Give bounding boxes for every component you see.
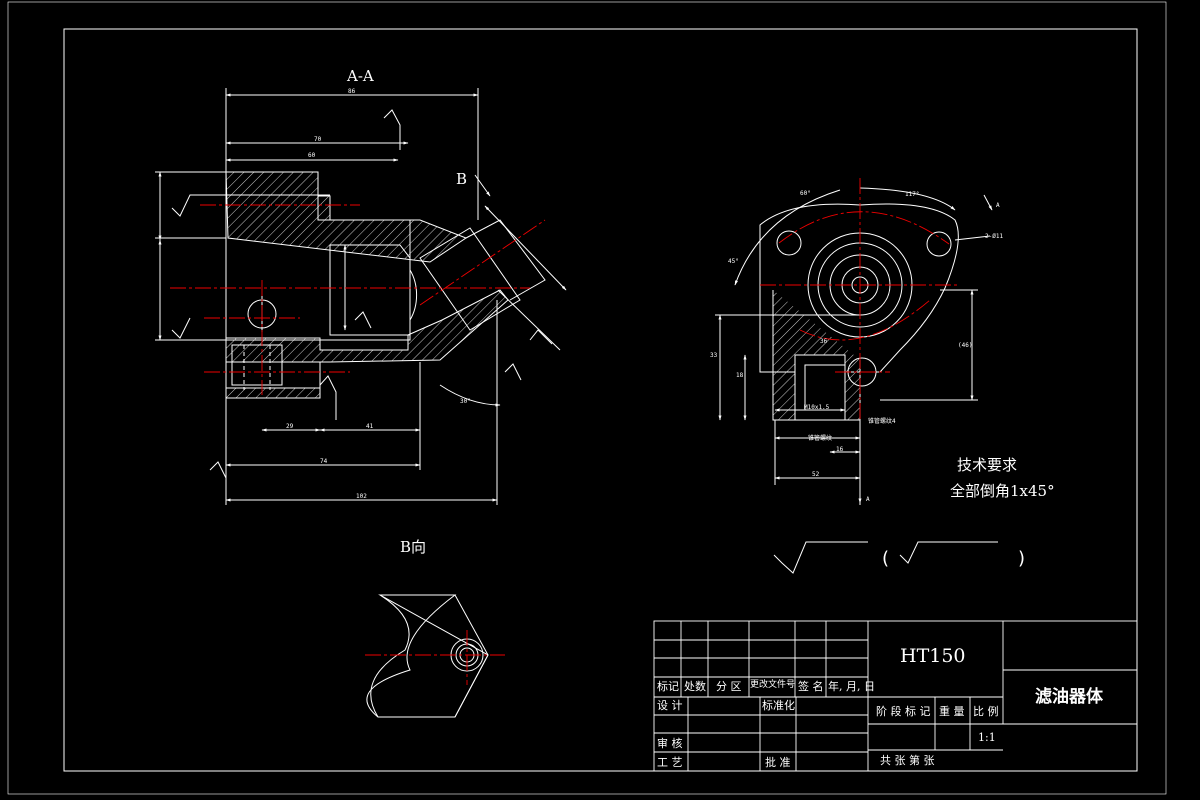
tb-approve: 批 准 [765, 756, 791, 769]
note-taper-thread: 锥管螺纹 [808, 435, 833, 442]
dim-33: 33 [710, 352, 718, 359]
note-taper-thread-4: 锥管螺纹4 [868, 418, 896, 425]
sheet-edge [7, 1, 1167, 795]
dim-angle-117: 117° [905, 191, 920, 198]
surface-finish-symbols [773, 541, 998, 574]
section-hatch-flange [225, 387, 321, 399]
tb-design: 设 计 [657, 699, 683, 712]
tb-header-signature: 签 名 [798, 680, 824, 693]
dim-angle-60: 60° [800, 190, 811, 197]
dim-29: 29 [286, 423, 294, 430]
b-arrow-label: B [456, 170, 468, 188]
mount-hole-left [776, 230, 802, 256]
dim-70: 70 [314, 136, 322, 143]
tb-header-mark: 标记 [657, 680, 679, 693]
section-view-a-a [155, 88, 567, 505]
tb-standardize: 标准化 [762, 699, 795, 712]
dim-holes: 2-Ø11 [985, 233, 1004, 240]
b-view [366, 594, 489, 718]
dim-60: 60 [308, 152, 316, 159]
tb-process: 工 艺 [657, 756, 683, 769]
tb-header-change-doc: 更改文件号 [750, 680, 796, 690]
right-view [715, 187, 993, 505]
tech-requirements-title: 技术要求 [957, 456, 1018, 474]
section-hatch-bottom [225, 289, 509, 363]
dim-102: 102 [356, 493, 367, 500]
drawing-border [63, 28, 1138, 772]
dim-18: 18 [736, 372, 744, 379]
dim-angle-45: 45° [728, 258, 739, 265]
dim-46: (46) [958, 342, 973, 349]
tb-weight: 重 量 [939, 705, 965, 718]
tb-review: 审 核 [657, 737, 683, 750]
section-title: A-A [347, 67, 374, 85]
a-arrow-label-bottom: A [866, 496, 870, 503]
mount-hole-right [926, 231, 952, 257]
dim-36: 36 [820, 338, 828, 345]
title-block [653, 620, 1138, 772]
part-name: 滤油器体 [1035, 687, 1103, 707]
tb-scale-value: 1:1 [978, 731, 996, 744]
b-view-centerlines [365, 630, 505, 685]
tb-header-zone: 分 区 [716, 680, 742, 693]
dim-angle-30: 30° [460, 398, 471, 405]
section-centerlines [170, 204, 546, 395]
view-b-title: B向 [400, 538, 427, 556]
material-label: HT150 [900, 645, 966, 667]
section-hatch-top [225, 171, 468, 263]
dim-74: 74 [320, 458, 328, 465]
tb-header-count: 处数 [684, 680, 706, 693]
tb-scale: 比 例 [973, 705, 999, 718]
dim-16: 16 [836, 446, 844, 453]
dim-41: 41 [366, 423, 374, 430]
tb-stage-mark: 阶 段 标 记 [876, 705, 931, 718]
dim-52: 52 [812, 471, 820, 478]
surface-close-paren: ) [1018, 548, 1026, 569]
right-view-centerlines [760, 178, 960, 420]
a-arrow-label-top: A [996, 202, 1000, 209]
tech-requirements-note: 全部倒角1x45° [950, 482, 1055, 500]
tb-sheets: 共 张 第 张 [880, 754, 935, 767]
flange-outline [759, 203, 959, 373]
surface-open-paren: ( [882, 548, 890, 569]
dim-top: 86 [348, 88, 356, 95]
tb-header-date: 年, 月, 日 [828, 680, 875, 693]
dim-thread: M10x1.5 [804, 404, 830, 411]
